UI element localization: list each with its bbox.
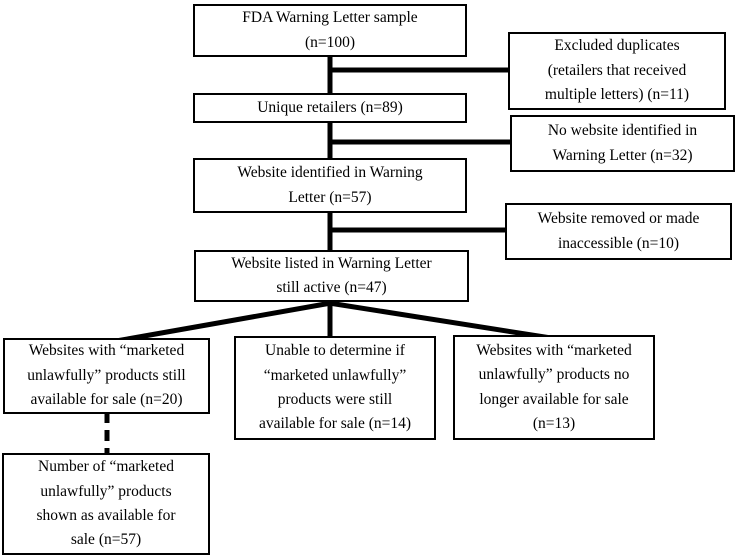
connector-active-to-no-longer (328, 300, 552, 341)
node-no-longer-available: Websites with “marketed unlawfully” prod… (453, 335, 655, 440)
node-website-still-active: Website listed in Warning Letter still a… (194, 250, 469, 302)
node-products-count-label: Number of “marketed unlawfully” products… (36, 458, 176, 549)
node-website-removed: Website removed or made inaccessible (n=… (505, 203, 732, 260)
node-excluded-duplicates-label: Excluded duplicates (retailers that rece… (544, 37, 690, 104)
node-excluded-duplicates: Excluded duplicates (retailers that rece… (508, 32, 726, 110)
node-fda-warning-letter-sample-label: FDA Warning Letter sample (n=100) (242, 9, 418, 51)
node-unique-retailers-label: Unique retailers (n=89) (257, 98, 403, 116)
node-website-still-active-label: Website listed in Warning Letter still a… (231, 254, 432, 296)
node-no-longer-available-label: Websites with “marketed unlawfully” prod… (476, 341, 632, 432)
node-website-identified-label: Website identified in Warning Letter (n=… (237, 164, 423, 206)
node-products-count: Number of “marketed unlawfully” products… (2, 453, 210, 555)
node-website-removed-label: Website removed or made inaccessible (n=… (537, 210, 700, 252)
node-products-still-available: Websites with “marketed unlawfully” prod… (3, 338, 210, 414)
node-unique-retailers: Unique retailers (n=89) (193, 93, 467, 123)
node-products-still-available-label: Websites with “marketed unlawfully” prod… (27, 342, 186, 409)
node-unable-to-determine: Unable to determine if “marketed unlawfu… (234, 336, 436, 440)
node-no-website-identified: No website identified in Warning Letter … (510, 115, 735, 172)
node-no-website-identified-label: No website identified in Warning Letter … (547, 122, 698, 164)
node-website-identified: Website identified in Warning Letter (n=… (193, 158, 467, 213)
node-unable-to-determine-label: Unable to determine if “marketed unlawfu… (258, 342, 412, 433)
node-fda-warning-letter-sample: FDA Warning Letter sample (n=100) (193, 4, 467, 57)
connector-active-to-still-available (115, 300, 332, 344)
